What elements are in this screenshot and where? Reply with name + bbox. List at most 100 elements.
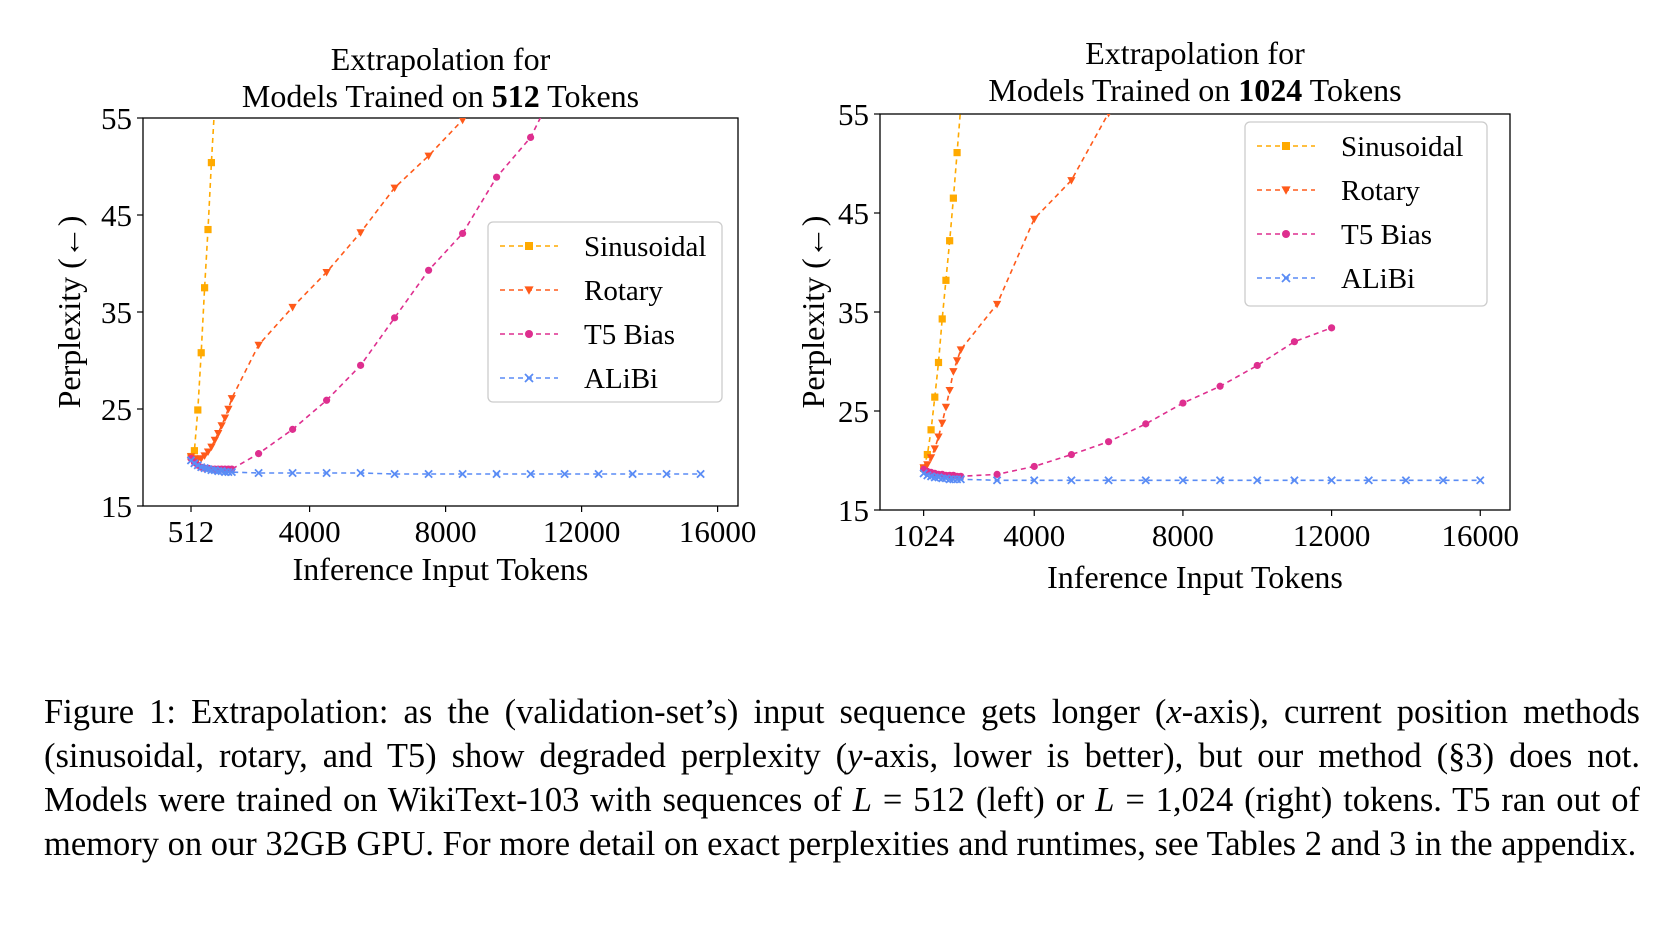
series-line-sinusoidal [922, 114, 961, 469]
y-tick-label: 15 [838, 493, 869, 528]
legend-label: T5 Bias [584, 319, 675, 351]
legend-label: Rotary [1341, 175, 1420, 207]
data-point-sinusoidal [215, 51, 222, 58]
caption-text-4: = 512 (left) or [871, 781, 1096, 819]
data-point-rotary [992, 300, 1002, 309]
x-tick-label: 8000 [1152, 518, 1214, 553]
legend-marker [1282, 142, 1290, 150]
data-point-alibi [1253, 476, 1262, 485]
data-point-t5-bias [1104, 438, 1113, 446]
x-tick-label: 12000 [543, 514, 621, 549]
data-point-t5-bias [1030, 462, 1038, 471]
data-point-t5-bias [357, 361, 365, 369]
data-point-t5-bias [1290, 338, 1299, 346]
data-point-rotary [938, 419, 947, 428]
chart-title-line2: Models Trained on 512 Tokens [242, 78, 639, 114]
series-line-rotary [923, 114, 1109, 469]
data-point-sinusoidal [949, 194, 957, 202]
chart-title-prefix: Models Trained on [242, 78, 492, 114]
data-point-rotary [207, 443, 216, 452]
y-tick-label: 55 [101, 101, 132, 136]
data-point-alibi [458, 469, 467, 479]
data-point-t5-bias [459, 229, 467, 238]
data-point-alibi [1438, 476, 1448, 485]
x-tick-label: 4000 [1003, 518, 1065, 553]
series-alibi [186, 456, 705, 479]
data-point-t5-bias [1067, 450, 1076, 459]
data-point-sinusoidal [931, 393, 939, 401]
legend-label: Rotary [584, 275, 663, 307]
data-point-rotary [1106, 114, 1111, 118]
data-point-alibi [526, 469, 535, 479]
legend-item-sinusoidal: Sinusoidal [1257, 131, 1463, 163]
series-line-rotary [190, 118, 466, 461]
data-point-alibi [1476, 476, 1485, 485]
series-rotary [919, 114, 1111, 472]
data-point-alibi [1178, 476, 1188, 485]
chart-title-line1: Extrapolation for [1085, 35, 1305, 71]
data-point-rotary [923, 461, 932, 469]
data-point-alibi [992, 476, 1002, 485]
data-point-sinusoidal [934, 358, 943, 367]
data-point-sinusoidal [207, 159, 216, 167]
x-tick-label: 16000 [1442, 518, 1520, 553]
data-point-sinusoidal [190, 447, 199, 455]
data-point-rotary [934, 433, 943, 442]
data-point-alibi [1401, 476, 1411, 485]
y-tick-label: 55 [838, 97, 869, 132]
plot-area [186, 51, 705, 479]
series-rotary [186, 118, 467, 464]
data-point-rotary [459, 118, 467, 125]
data-point-t5-bias [289, 425, 297, 433]
caption-x-var: x [1166, 693, 1182, 731]
caption-y-var: y [847, 737, 863, 775]
data-point-sinusoidal [927, 426, 935, 434]
data-point-sinusoidal [957, 102, 964, 109]
data-point-t5-bias [527, 133, 535, 141]
legend-item-alibi: ALiBi [1257, 263, 1415, 295]
x-tick-label: 4000 [279, 514, 341, 549]
data-point-alibi [1364, 476, 1373, 485]
legend-marker [1281, 273, 1291, 283]
legend-marker [525, 330, 533, 338]
data-point-t5-bias [391, 314, 399, 322]
figure-caption: Figure 1: Extrapolation: as the (validat… [44, 690, 1640, 866]
legend-label: Sinusoidal [1341, 131, 1463, 163]
data-point-alibi [628, 469, 637, 479]
data-point-t5-bias [1216, 382, 1224, 390]
data-point-t5-bias [1327, 324, 1336, 332]
data-point-alibi [696, 469, 705, 479]
data-point-sinusoidal [946, 237, 954, 245]
x-tick-label: 1024 [893, 518, 956, 553]
data-point-alibi [1290, 476, 1299, 485]
data-point-alibi [1327, 476, 1336, 485]
data-point-alibi [288, 468, 297, 478]
data-point-alibi [322, 468, 331, 478]
series-alibi [919, 469, 1485, 485]
data-point-alibi [1104, 476, 1113, 485]
data-point-alibi [1141, 476, 1150, 485]
data-point-rotary [390, 184, 399, 193]
data-point-rotary [203, 448, 213, 456]
data-point-t5-bias [323, 396, 331, 404]
series-line-alibi [923, 472, 1481, 482]
data-point-t5-bias [255, 450, 263, 458]
caption-text-5: = 1,024 (right) tokens. T5 ran out of me… [44, 781, 1640, 863]
data-point-rotary [356, 229, 365, 237]
data-point-rotary [224, 405, 233, 414]
x-tick-label: 512 [168, 514, 215, 549]
y-axis-label: Perplexity (←) [795, 216, 831, 409]
legend-label: ALiBi [584, 363, 658, 395]
chart-title-suffix: Tokens [540, 78, 639, 114]
y-axis-label: Perplexity (←) [51, 216, 87, 409]
data-point-sinusoidal [942, 276, 950, 284]
data-point-alibi [492, 469, 501, 479]
data-point-sinusoidal [211, 100, 218, 107]
x-tick-label: 8000 [415, 514, 477, 549]
data-point-t5-bias [993, 470, 1001, 478]
data-point-alibi [424, 469, 433, 479]
chart-title-suffix: Tokens [1302, 72, 1401, 108]
legend-item-alibi: ALiBi [500, 363, 658, 395]
